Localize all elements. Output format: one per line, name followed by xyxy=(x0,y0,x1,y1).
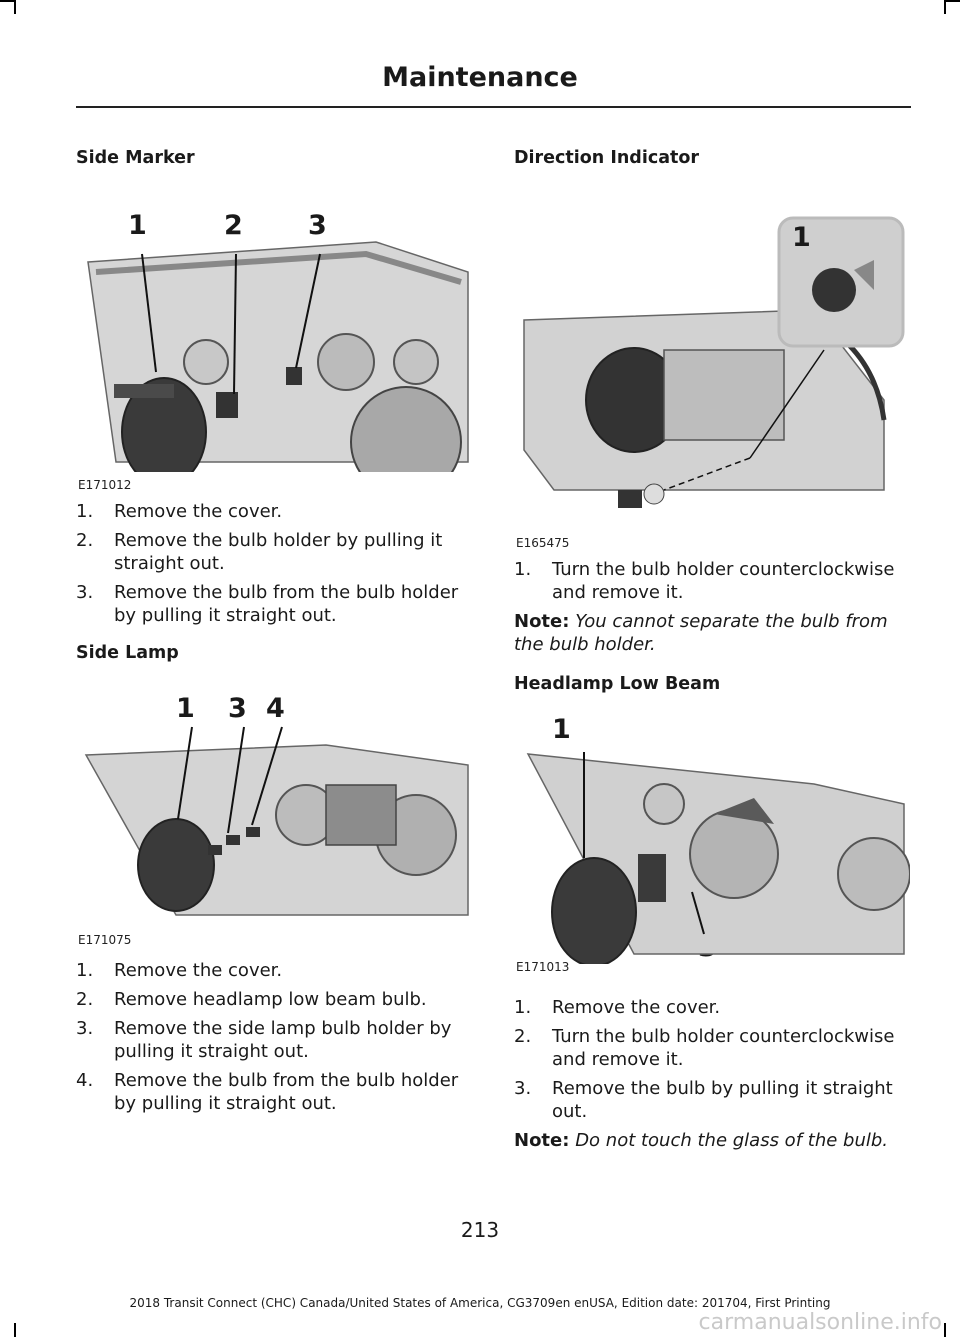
right-column: Direction Indicator 1 E165475 1.Turn the… xyxy=(514,148,914,1152)
direction-indicator-steps: 1.Turn the bulb holder counterclockwise … xyxy=(514,558,914,604)
left-column: Side Marker 1 2 3 E171012 1.Remove the c… xyxy=(76,148,476,1121)
callout-1: 1 xyxy=(552,714,571,745)
crop-mark xyxy=(946,0,960,2)
crop-mark xyxy=(14,0,16,14)
figure-side-lamp: 1 3 4 E171075 xyxy=(76,685,472,947)
side-marker-steps: 1.Remove the cover. 2.Remove the bulb ho… xyxy=(76,500,476,627)
figure-headlamp-low-beam: 1 2 3 E171013 xyxy=(514,714,910,976)
crop-mark xyxy=(944,1323,946,1337)
page-footer: 2018 Transit Connect (CHC) Canada/United… xyxy=(129,1296,831,1310)
callout-2: 2 xyxy=(224,210,243,241)
side-lamp-illustration xyxy=(84,726,469,916)
figure-id: E171013 xyxy=(516,960,570,974)
section-heading-side-lamp: Side Lamp xyxy=(76,643,179,663)
figure-direction-indicator: 1 E165475 xyxy=(514,190,910,550)
list-item: 2.Turn the bulb holder counterclockwise … xyxy=(514,1026,895,1070)
note: Note: Do not touch the glass of the bulb… xyxy=(514,1130,888,1151)
side-marker-illustration xyxy=(87,241,469,472)
headlamp-low-beam-illustration xyxy=(526,752,910,964)
section-heading-side-marker: Side Marker xyxy=(76,148,195,168)
side-lamp-steps: 1.Remove the cover. 2.Remove headlamp lo… xyxy=(76,959,476,1115)
note: Note: You cannot separate the bulb from … xyxy=(514,611,888,655)
callout-1: 1 xyxy=(176,693,195,724)
figure-id: E165475 xyxy=(516,536,570,550)
crop-mark xyxy=(944,0,946,14)
page-title: Maintenance xyxy=(382,62,578,93)
list-item: 1.Remove the cover. xyxy=(76,501,283,522)
crop-mark xyxy=(0,0,14,2)
list-item: 3.Remove the bulb by pulling it straight… xyxy=(514,1078,893,1122)
list-item: 1.Remove the cover. xyxy=(76,960,283,981)
list-item: 1.Remove the cover. xyxy=(514,997,721,1018)
callout-3: 3 xyxy=(308,210,327,241)
list-item: 3.Remove the side lamp bulb holder by pu… xyxy=(76,1018,452,1062)
figure-id: E171012 xyxy=(78,478,132,492)
list-item: 4.Remove the bulb from the bulb holder b… xyxy=(76,1070,459,1114)
watermark: carmanualsonline.info xyxy=(698,1310,942,1335)
figure-side-marker: 1 2 3 E171012 xyxy=(76,192,472,492)
headlamp-low-beam-steps: 1.Remove the cover. 2.Turn the bulb hold… xyxy=(514,996,914,1123)
crop-mark xyxy=(14,1323,16,1337)
list-item: 2.Remove the bulb holder by pulling it s… xyxy=(76,530,443,574)
callout-1: 1 xyxy=(128,210,147,241)
list-item: 1.Turn the bulb holder counterclockwise … xyxy=(514,559,895,603)
list-item: 3.Remove the bulb from the bulb holder b… xyxy=(76,582,459,626)
callout-3: 3 xyxy=(228,693,247,724)
header-rule xyxy=(76,106,911,108)
callout-4: 4 xyxy=(266,693,285,724)
callout-1: 1 xyxy=(792,222,811,253)
figure-id: E171075 xyxy=(78,933,132,947)
section-heading-headlamp-low-beam: Headlamp Low Beam xyxy=(514,674,721,694)
list-item: 2.Remove headlamp low beam bulb. xyxy=(76,989,427,1010)
direction-indicator-illustration xyxy=(523,216,905,508)
page-number: 213 xyxy=(460,1218,500,1242)
section-heading-direction-indicator: Direction Indicator xyxy=(514,148,700,168)
